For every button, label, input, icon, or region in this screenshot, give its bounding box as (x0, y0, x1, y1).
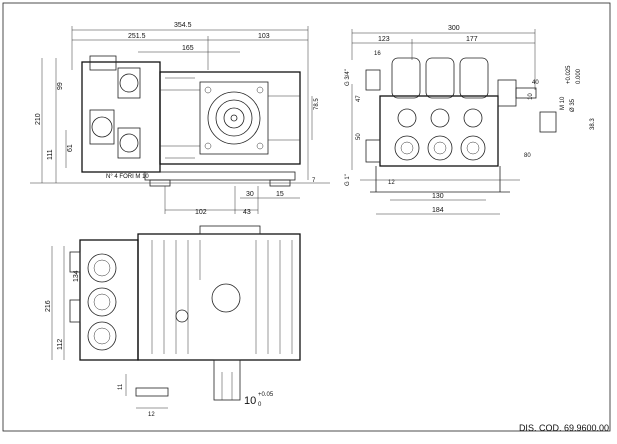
dim-216: 216 (45, 300, 52, 312)
key-tol-lo: 0 (258, 402, 262, 408)
dim-10: 10 (528, 93, 534, 100)
dim-184: 184 (432, 207, 444, 214)
dim-78: 78.5 (314, 98, 320, 110)
dim-80: 80 (524, 153, 531, 159)
thread-top: G 3/4" (345, 69, 351, 86)
dim-38: 38.3 (590, 118, 596, 130)
front-view: 300 123 177 16 G 3/4" G 1" 47 50 40 (345, 25, 596, 215)
dim-16: 16 (374, 51, 381, 57)
dim-40: 40 (532, 80, 539, 86)
dim-123: 123 (378, 36, 390, 43)
dim-key-12: 12 (148, 412, 155, 418)
dim-11: 11 (118, 383, 124, 390)
dim-12: 12 (388, 180, 395, 186)
dim-111: 111 (47, 149, 54, 160)
holes-note: N° 4 FORI M 10 (106, 174, 149, 180)
drawing-border (2, 2, 611, 432)
dim-102: 102 (195, 209, 207, 216)
dim-m10: M 10 (560, 96, 566, 110)
dim-99: 99 (57, 82, 64, 90)
dim-47: 47 (356, 95, 362, 102)
dim-61: 61 (67, 144, 74, 152)
dim-177: 177 (466, 36, 478, 43)
drawing-code: DIS. COD. 69.9600.00 (518, 423, 609, 433)
tol-hi: +0.025 (566, 65, 572, 84)
top-view: 216 134 112 11 12 (45, 225, 301, 418)
tol-lo: 0.000 (576, 68, 582, 84)
shaft-diameter: Ø 35 (570, 98, 576, 112)
side-view: 354.5 251.5 103 165 210 99 111 61 (30, 22, 330, 216)
dim-15: 15 (276, 191, 284, 198)
key-tol-hi: +0.05 (258, 392, 274, 398)
dim-7: 7 (312, 178, 316, 184)
thread-bottom: G 1" (345, 174, 351, 186)
dim-103: 103 (258, 33, 270, 40)
dim-130: 130 (432, 193, 444, 200)
dim-165: 165 (182, 45, 194, 52)
key-width: 10 (244, 395, 256, 407)
dim-300: 300 (448, 25, 460, 32)
dim-210: 210 (35, 113, 42, 125)
dim-354: 354.5 (174, 22, 192, 29)
dim-112: 112 (57, 339, 64, 350)
dim-43: 43 (243, 209, 251, 216)
dim-50: 50 (356, 133, 362, 140)
dim-30: 30 (246, 191, 254, 198)
dim-251: 251.5 (128, 33, 146, 40)
dim-134: 134 (73, 270, 80, 282)
